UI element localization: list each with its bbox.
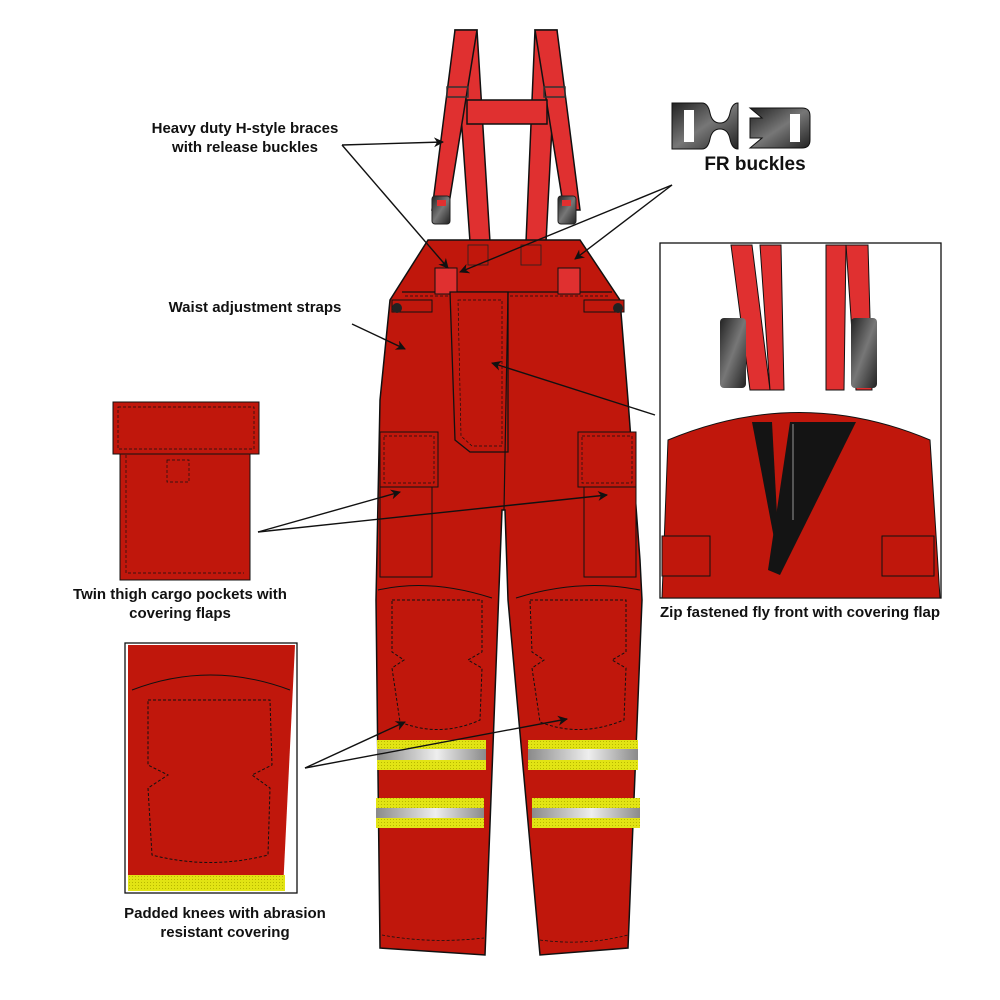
fly-flap bbox=[449, 291, 509, 453]
cargo-pocket-left bbox=[379, 431, 439, 578]
trousers-main bbox=[375, 29, 643, 956]
trousers-body bbox=[375, 239, 643, 956]
reflective-bands bbox=[376, 740, 640, 828]
callout-padded-knees: Padded knees with abrasion resistant cov… bbox=[124, 905, 326, 941]
callout-cargo-pockets: Twin thigh cargo pockets with covering f… bbox=[73, 586, 287, 622]
callout-arrows bbox=[257, 137, 673, 769]
waist-strap-left bbox=[391, 299, 433, 313]
inset-fly-detail bbox=[659, 242, 942, 599]
inset-knee-detail bbox=[124, 642, 298, 894]
callout-fly-front: Zip fastened fly front with covering fla… bbox=[659, 604, 941, 621]
callout-fr-buckles: FR buckles bbox=[704, 154, 806, 175]
callout-waist-straps: Waist adjustment straps bbox=[168, 299, 342, 316]
knee-pad-left bbox=[377, 585, 493, 730]
callout-braces: Heavy duty H-style braces with release b… bbox=[151, 120, 339, 156]
fr-buckle-icon bbox=[671, 102, 811, 150]
cargo-pocket-right bbox=[577, 431, 637, 578]
inset-pocket-detail bbox=[112, 401, 260, 581]
braces bbox=[431, 29, 581, 243]
knee-pad-right bbox=[515, 585, 641, 730]
